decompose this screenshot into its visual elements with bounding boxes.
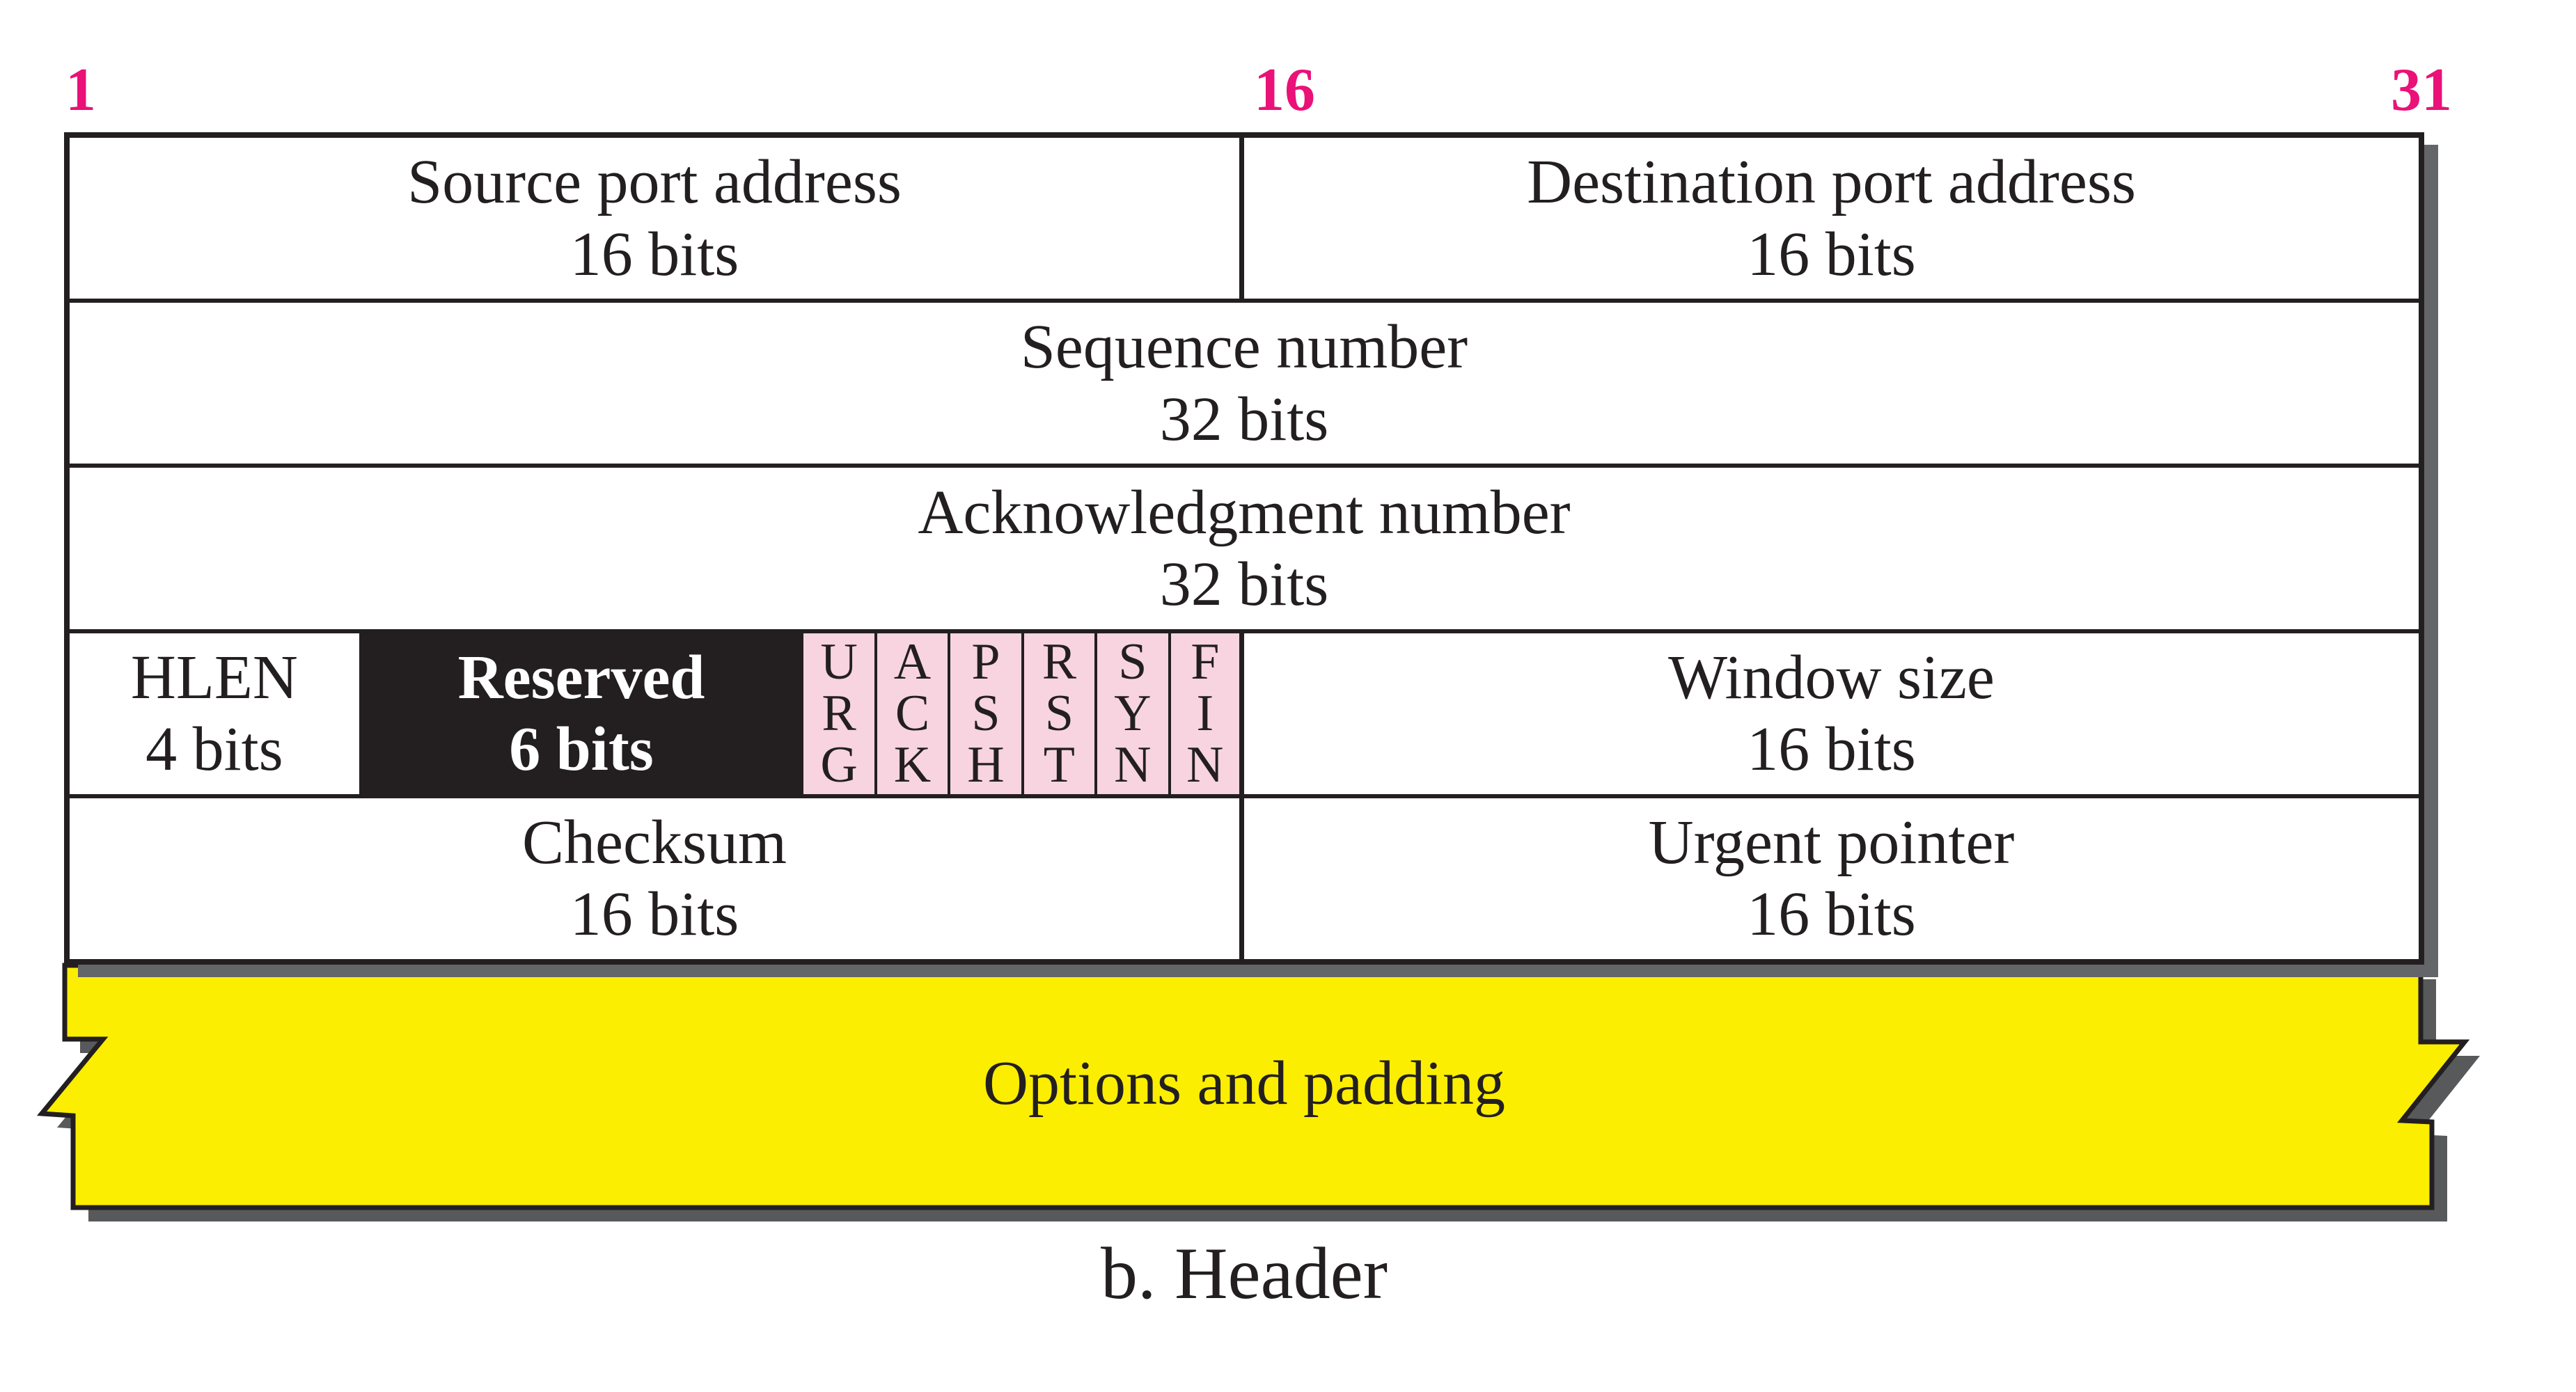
field-size: 32 bits bbox=[1159, 550, 1329, 619]
field-title: HLEN bbox=[130, 642, 298, 712]
row-hlen-flags-window: HLEN 4 bits Reserved 6 bits U R G A C K … bbox=[70, 633, 2419, 798]
field-title: Destination port address bbox=[1527, 148, 2136, 217]
field-title: Reserved bbox=[457, 642, 705, 712]
bit-marker-31: 31 bbox=[2391, 56, 2452, 124]
field-size: 32 bits bbox=[1159, 384, 1329, 454]
field-size: 16 bits bbox=[1747, 219, 1916, 289]
flag-letter: H bbox=[967, 736, 1005, 794]
flag-letter: S bbox=[1118, 633, 1147, 691]
row-ports: Source port address 16 bits Destination … bbox=[70, 138, 2419, 303]
field-title: Sequence number bbox=[1020, 313, 1468, 382]
flag-letter: T bbox=[1043, 736, 1075, 794]
flag-psh: P S H bbox=[950, 633, 1024, 794]
field-title: Window size bbox=[1668, 642, 1995, 712]
flag-letter: I bbox=[1196, 685, 1214, 743]
field-size: 16 bits bbox=[570, 880, 739, 949]
field-checksum: Checksum 16 bits bbox=[70, 798, 1244, 960]
field-urgent-pointer: Urgent pointer 16 bits bbox=[1244, 798, 2419, 959]
bit-marker-1: 1 bbox=[65, 56, 96, 124]
field-size: 4 bits bbox=[146, 715, 283, 784]
field-size: 16 bits bbox=[570, 219, 739, 289]
field-size: 16 bits bbox=[1747, 880, 1916, 949]
flag-ack: A C K bbox=[877, 633, 951, 794]
field-reserved: Reserved 6 bits bbox=[363, 633, 804, 794]
row-acknowledgment-number: Acknowledgment number 32 bits bbox=[70, 468, 2419, 633]
flag-urg: U R G bbox=[803, 633, 877, 794]
row-sequence-number: Sequence number 32 bits bbox=[70, 303, 2419, 468]
flag-syn: S Y N bbox=[1097, 633, 1171, 794]
field-source-port: Source port address 16 bits bbox=[70, 138, 1244, 299]
flag-fin: F I N bbox=[1170, 633, 1244, 794]
field-title: Checksum bbox=[522, 807, 787, 877]
field-acknowledgment-number: Acknowledgment number 32 bits bbox=[70, 468, 2419, 628]
banner-ribbon-shape bbox=[36, 963, 2470, 1210]
options-banner-label: Options and padding bbox=[983, 1049, 1505, 1118]
flag-letter: S bbox=[1044, 685, 1074, 743]
figure-caption: b. Header bbox=[1101, 1233, 1388, 1314]
field-hlen: HLEN 4 bits bbox=[70, 633, 363, 794]
flag-letter: N bbox=[1186, 736, 1224, 794]
flag-letter: C bbox=[895, 685, 930, 743]
field-size: 16 bits bbox=[1747, 715, 1916, 784]
flag-rst: R S T bbox=[1023, 633, 1098, 794]
flag-letter: R bbox=[1042, 633, 1077, 691]
flag-letter: G bbox=[820, 736, 858, 794]
flag-letter: F bbox=[1191, 633, 1220, 691]
tcp-header-table: Source port address 16 bits Destination … bbox=[64, 132, 2424, 965]
field-title: Acknowledgment number bbox=[918, 477, 1571, 547]
bit-marker-16: 16 bbox=[1254, 56, 1315, 124]
field-title: Urgent pointer bbox=[1648, 807, 2015, 877]
flag-letter: Y bbox=[1114, 685, 1152, 743]
flag-letter: R bbox=[822, 685, 856, 743]
flag-letter: A bbox=[893, 633, 932, 691]
flag-letter: K bbox=[893, 736, 932, 794]
flag-letter: U bbox=[820, 633, 858, 691]
flag-letter: P bbox=[971, 633, 1000, 691]
flag-letter: N bbox=[1114, 736, 1152, 794]
field-window-size: Window size 16 bits bbox=[1244, 633, 2419, 794]
row-checksum-urgent: Checksum 16 bits Urgent pointer 16 bits bbox=[70, 798, 2419, 960]
field-destination-port: Destination port address 16 bits bbox=[1244, 138, 2419, 299]
field-sequence-number: Sequence number 32 bits bbox=[70, 303, 2419, 464]
field-size: 6 bits bbox=[509, 715, 654, 784]
field-title: Source port address bbox=[407, 148, 902, 217]
flag-letter: S bbox=[971, 685, 1000, 743]
